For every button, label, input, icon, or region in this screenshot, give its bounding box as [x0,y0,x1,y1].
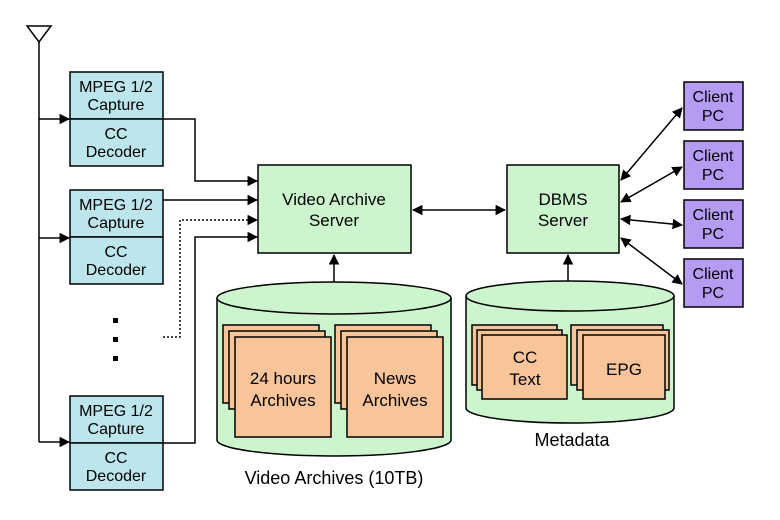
archive-stack-24h: 24 hours Archives [222,324,332,438]
decoder-label-line2: Decoder [86,468,147,485]
stack-label-line2: Archives [250,391,315,410]
metadata-stack-cc-text: CC Text [471,324,568,400]
capture-label-line1: MPEG 1/2 [79,403,153,420]
more-units-ellipsis [113,318,118,361]
metadata-caption: Metadata [534,430,610,450]
archive-stack-news: News Archives [334,324,444,438]
decoder-label-line2: Decoder [86,262,147,279]
video-server-label-line2: Server [309,211,359,230]
capture-label-line2: Capture [88,421,145,438]
metadata-stack-epg: EPG [570,324,670,400]
capture-label-line1: MPEG 1/2 [79,79,153,96]
video-archives-caption: Video Archives (10TB) [245,468,424,488]
cc-decoder-box [69,118,164,167]
mpeg-capture-box [69,395,164,444]
client-label-line2: PC [702,226,724,243]
decoder-label-line1: CC [104,244,127,261]
cc-decoder-box [69,442,164,491]
client-pc-2: Client PC [683,140,744,190]
capture-to-server-connectors [163,118,259,444]
dbms-label-line2: Server [538,211,588,230]
client-label-line1: Client [693,89,734,106]
client-link-arrows [619,107,684,285]
client-label-line1: Client [693,207,734,224]
dbms-label-line1: DBMS [538,190,587,209]
feed-branches [39,113,71,448]
capture-unit-1: MPEG 1/2 Capture CC Decoder [69,71,164,167]
antenna-icon [25,25,53,442]
video-server-label-line1: Video Archive [282,190,386,209]
cc-decoder-box [69,236,164,285]
client-pc-3: Client PC [683,199,744,249]
dbms-server: DBMS Server [506,164,620,254]
client-pc-1: Client PC [683,81,744,131]
stack-label-line1: CC [513,348,538,367]
video-archive-server: Video Archive Server [257,164,412,254]
client-label-line2: PC [702,167,724,184]
decoder-label-line1: CC [104,450,127,467]
stack-label-line2: Archives [362,391,427,410]
client-label-line1: Client [693,266,734,283]
mpeg-capture-box [69,189,164,238]
client-label-line2: PC [702,285,724,302]
client-label-line2: PC [702,108,724,125]
client-pc-4: Client PC [683,258,744,308]
capture-label-line1: MPEG 1/2 [79,197,153,214]
client-label-line1: Client [693,148,734,165]
capture-unit-3: MPEG 1/2 Capture CC Decoder [69,395,164,491]
stack-label-line2: Text [509,370,540,389]
decoder-label-line2: Decoder [86,144,147,161]
decoder-label-line1: CC [104,126,127,143]
capture-unit-2: MPEG 1/2 Capture CC Decoder [69,189,164,285]
capture-label-line2: Capture [88,215,145,232]
stack-label-line1: 24 hours [250,369,316,388]
stack-label-line1: News [374,369,417,388]
stack-label-line1: EPG [606,360,642,379]
mpeg-capture-box [69,71,164,120]
capture-label-line2: Capture [88,97,145,114]
